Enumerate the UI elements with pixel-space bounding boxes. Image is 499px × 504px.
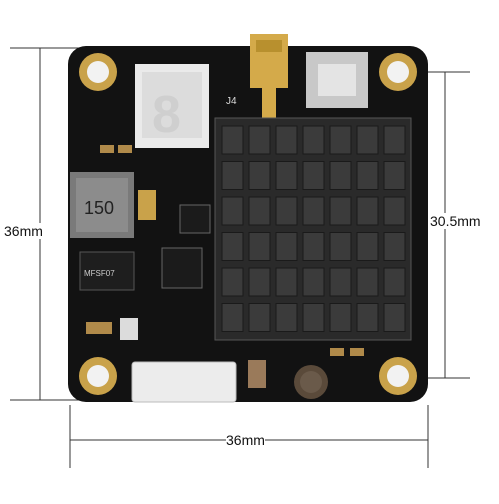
led-display <box>135 64 209 148</box>
heatsink-fin <box>221 125 244 155</box>
heatsink-fin <box>302 125 325 155</box>
chip-marking: MFSF07 <box>84 269 115 278</box>
heatsink-fin <box>383 303 406 332</box>
heatsink-fin <box>329 196 352 226</box>
heatsink-fin <box>383 232 406 261</box>
inductor-marking: 150 <box>84 198 114 218</box>
heatsink-fin <box>248 196 271 226</box>
heatsink-fin <box>275 125 298 155</box>
ic-chips <box>79 190 211 291</box>
heatsink-fin <box>356 232 379 261</box>
height-dimension-label: 36mm <box>4 223 43 239</box>
heatsink-fin <box>302 303 325 332</box>
heatsink-fin <box>383 125 406 155</box>
bottom-connector <box>131 361 237 403</box>
heatsink-fin <box>383 267 406 297</box>
width-dimension-label: 36mm <box>226 432 265 448</box>
heatsink-fin <box>275 196 298 226</box>
microphone <box>294 365 328 399</box>
heatsink-fin <box>248 267 271 297</box>
hole-spacing-dimension-label: 30.5mm <box>430 213 481 229</box>
heatsink-fin <box>275 232 298 261</box>
smd-components <box>86 145 364 388</box>
heatsink-fin <box>275 303 298 332</box>
antenna-connector-icon <box>250 34 288 122</box>
heatsink-fin <box>275 161 298 190</box>
heatsink-fin <box>329 161 352 190</box>
heatsink-fin <box>248 232 271 261</box>
heatsink-fin <box>275 267 298 297</box>
heatsink-fin <box>302 196 325 226</box>
heatsink-fin <box>221 232 244 261</box>
heatsink-fin <box>221 303 244 332</box>
heatsink-fin <box>356 125 379 155</box>
heatsink-fin <box>383 196 406 226</box>
heatsink-fin <box>356 161 379 190</box>
heatsink-fin <box>302 232 325 261</box>
heatsink-fin <box>383 161 406 190</box>
led-digit: 8 <box>152 86 181 144</box>
inductor <box>70 172 134 238</box>
heatsink-fin <box>302 161 325 190</box>
connector-label: J4 <box>226 96 237 107</box>
heatsink-icon <box>214 117 412 341</box>
heatsink-fin <box>248 125 271 155</box>
heatsink-fin <box>248 303 271 332</box>
heatsink-fin <box>221 267 244 297</box>
heatsink-fin <box>329 232 352 261</box>
mounting-hole-icon <box>79 53 417 395</box>
heatsink-fin <box>356 267 379 297</box>
push-button-icon <box>306 52 368 108</box>
heatsink-fin <box>221 161 244 190</box>
heatsink-fin <box>221 196 244 226</box>
heatsink-fin <box>356 303 379 332</box>
heatsink-fin <box>329 125 352 155</box>
heatsink-fin <box>329 303 352 332</box>
heatsink-fin <box>356 196 379 226</box>
heatsink-fin <box>329 267 352 297</box>
heatsink-fin <box>302 267 325 297</box>
heatsink-fin <box>248 161 271 190</box>
